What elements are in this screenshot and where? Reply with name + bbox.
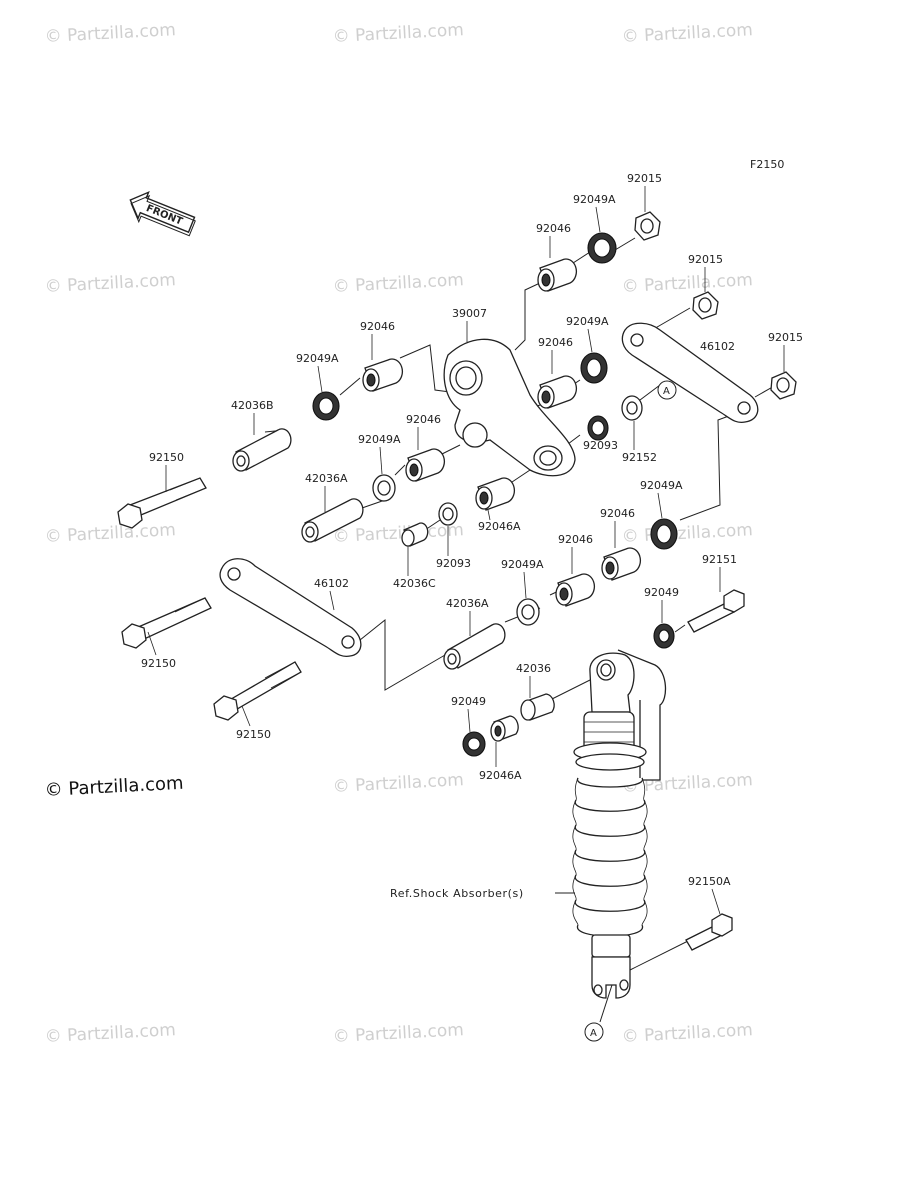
bolt-92150a[interactable] xyxy=(685,913,733,951)
watermark: © Partzilla.com xyxy=(44,270,176,297)
seal-92049a-middle[interactable] xyxy=(516,598,540,626)
collar-42036a-middle[interactable] xyxy=(443,623,506,670)
watermark: © Partzilla.com xyxy=(332,270,464,297)
part-label: 46102 xyxy=(700,340,735,353)
bearing-92046-right[interactable] xyxy=(537,375,578,409)
part-label: 92049A xyxy=(296,352,339,365)
part-label: 92049A xyxy=(640,479,683,492)
seal-92049a-right-mid[interactable] xyxy=(650,518,678,550)
watermark: © Partzilla.com xyxy=(332,770,464,797)
watermark: © Partzilla.com xyxy=(621,1020,753,1047)
part-label: 42036C xyxy=(393,577,436,590)
washer-92152[interactable] xyxy=(621,395,643,421)
bearing-92046-left[interactable] xyxy=(362,358,404,392)
part-label: 42036A xyxy=(305,472,348,485)
part-label: 39007 xyxy=(452,307,487,320)
part-label: 92093 xyxy=(436,557,471,570)
part-label: 42036B xyxy=(231,399,274,412)
seal-92049a-left[interactable] xyxy=(312,391,340,421)
part-label: 92150A xyxy=(688,875,731,888)
part-label: 92049 xyxy=(451,695,486,708)
tie-rod-46102-lower[interactable] xyxy=(219,558,362,658)
part-labels: 92015 92049A 92046 92015 39007 92049A 92… xyxy=(141,172,803,888)
part-label: 92049A xyxy=(358,433,401,446)
collar-42036[interactable] xyxy=(520,693,555,721)
part-label: 92151 xyxy=(702,553,737,566)
bolt-92150-bottom[interactable] xyxy=(213,661,302,721)
part-label: 92046 xyxy=(558,533,593,546)
flange-nut-92015[interactable] xyxy=(634,211,661,241)
watermark: © Partzilla.com xyxy=(332,20,464,47)
bearing-92046-right-low[interactable] xyxy=(555,573,596,607)
seal-92049a-center[interactable] xyxy=(372,474,396,502)
bearing-92046a-bottom[interactable] xyxy=(490,715,519,742)
part-label: 92150 xyxy=(149,451,184,464)
part-label: 92093 xyxy=(583,439,618,452)
part-label: 92046 xyxy=(538,336,573,349)
part-label: 92046 xyxy=(600,507,635,520)
watermark: © Partzilla.com xyxy=(621,270,753,297)
seal-92049a-right[interactable] xyxy=(580,352,608,384)
part-label: 92015 xyxy=(627,172,662,185)
bolt-92151[interactable] xyxy=(687,589,745,633)
watermark: © Partzilla.com xyxy=(44,20,176,47)
bolt-92150-top[interactable] xyxy=(117,477,207,529)
bearing-92046-top[interactable] xyxy=(537,258,578,292)
watermark: © Partzilla.com xyxy=(44,1020,176,1047)
part-label: 92150 xyxy=(236,728,271,741)
watermark: © Partzilla.com xyxy=(621,20,753,47)
part-label: 42036A xyxy=(446,597,489,610)
bearing-92046a-center[interactable] xyxy=(475,477,516,511)
rocker-arm-39007[interactable] xyxy=(443,338,576,477)
marker-a: A xyxy=(657,380,677,400)
part-label: 92150 xyxy=(141,657,176,670)
bolt-92150-middle[interactable] xyxy=(121,597,212,649)
part-label: 92046 xyxy=(360,320,395,333)
label-leaders xyxy=(147,186,785,915)
seal-92049a-top[interactable] xyxy=(587,232,617,264)
part-label: 92046A xyxy=(479,769,522,782)
flange-nut-92015-c[interactable] xyxy=(770,371,797,400)
part-label: 42036 xyxy=(516,662,551,675)
part-label: 92049A xyxy=(501,558,544,571)
part-label: 92046 xyxy=(536,222,571,235)
copyright: © Partzilla.com xyxy=(44,773,184,801)
bearing-92046-right-mid[interactable] xyxy=(601,547,642,581)
seal-92049-bottom[interactable] xyxy=(462,731,486,757)
diagram-code: F2150 xyxy=(750,158,784,171)
oil-seal-92093-center[interactable] xyxy=(438,502,458,526)
part-label: 92046 xyxy=(406,413,441,426)
part-label: 92049A xyxy=(573,193,616,206)
marker-a-bottom: A xyxy=(584,1022,604,1042)
watermark: © Partzilla.com xyxy=(44,520,176,547)
bearing-92046-center[interactable] xyxy=(405,448,446,482)
watermark: © Partzilla.com xyxy=(332,1020,464,1047)
shock-absorber[interactable] xyxy=(572,649,667,999)
collar-42036c[interactable] xyxy=(401,522,429,547)
seal-92049-right[interactable] xyxy=(653,623,675,649)
part-label: 92046A xyxy=(478,520,521,533)
part-label: 92049A xyxy=(566,315,609,328)
part-label: 46102 xyxy=(314,577,349,590)
part-label: 92015 xyxy=(688,253,723,266)
collar-42036b[interactable] xyxy=(232,428,292,472)
part-label: 92152 xyxy=(622,451,657,464)
ref-shock-note: Ref.Shock Absorber(s) xyxy=(390,887,524,900)
watermark: © Partzilla.com xyxy=(621,520,753,547)
oil-seal-92093-right[interactable] xyxy=(587,415,609,441)
part-label: 92049 xyxy=(644,586,679,599)
flange-nut-92015-b[interactable] xyxy=(692,291,719,320)
front-arrow-icon: FRONT xyxy=(129,190,196,237)
svg-text:A: A xyxy=(663,386,670,397)
part-label: 92015 xyxy=(768,331,803,344)
tie-rod-46102-upper[interactable] xyxy=(621,322,759,424)
svg-text:A: A xyxy=(590,1028,597,1039)
collar-42036a-left[interactable] xyxy=(301,498,364,543)
